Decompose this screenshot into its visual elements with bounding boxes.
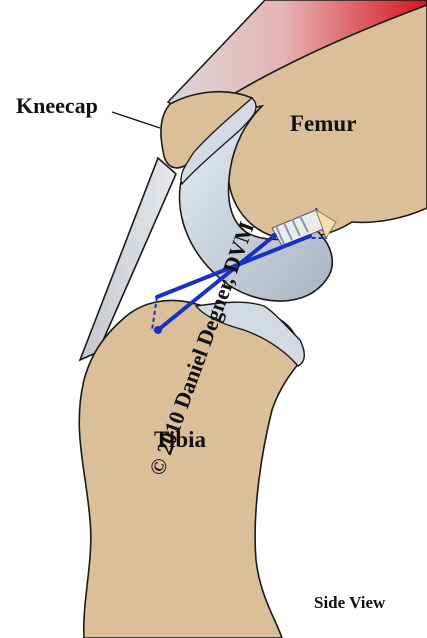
kneecap-label: Kneecap — [16, 93, 98, 119]
femur-label: Femur — [290, 111, 356, 137]
side-view-label: Side View — [314, 593, 385, 613]
kneecap-leader-line — [112, 112, 160, 128]
ligament-femur-dot — [271, 233, 277, 239]
ligament-anchor-dot — [154, 326, 162, 334]
